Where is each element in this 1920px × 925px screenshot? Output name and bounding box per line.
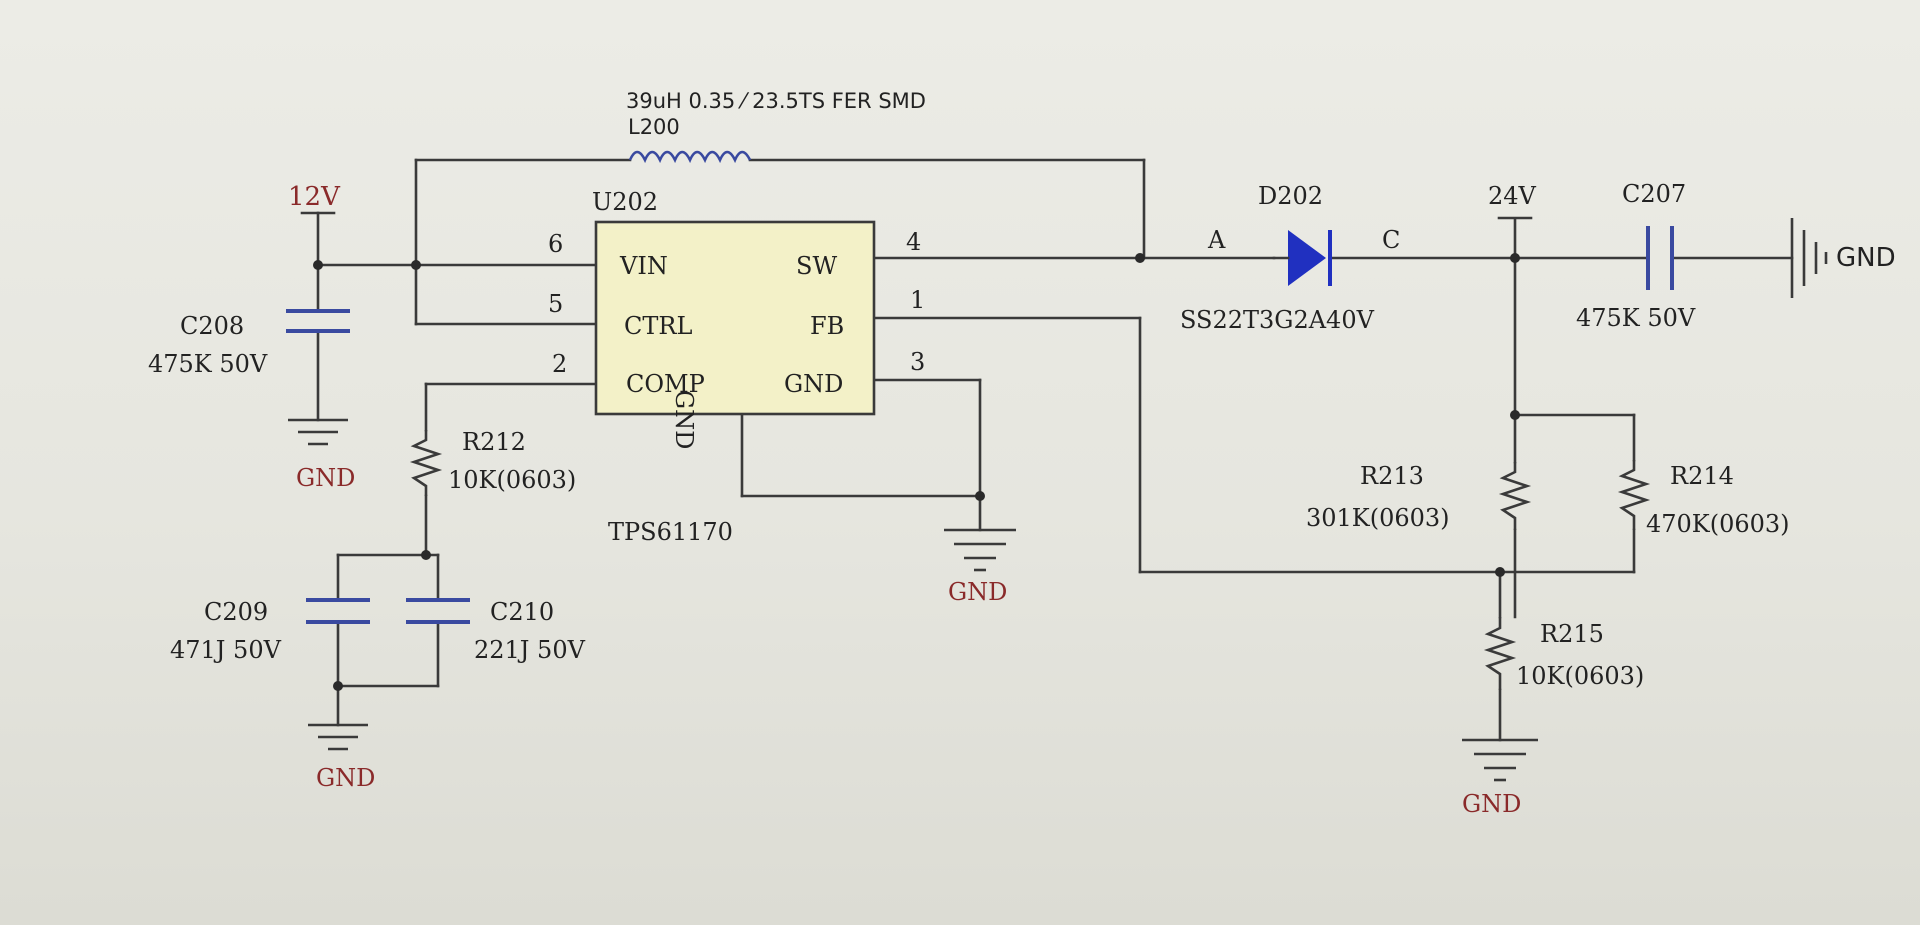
junction-dot	[411, 260, 421, 270]
vin-net: 12V	[288, 182, 341, 215]
r214-zigzag	[1617, 460, 1651, 530]
ground-label-c208: GND	[296, 464, 355, 492]
inductor-coil	[628, 150, 752, 164]
diode-cathode-label: C	[1382, 226, 1400, 254]
junction-dots	[313, 253, 1520, 691]
ground-c207: GND	[1790, 218, 1896, 298]
ground-label-r215: GND	[1462, 790, 1521, 818]
r215-ref: R215	[1540, 620, 1604, 648]
r215-zigzag	[1483, 617, 1517, 690]
inductor-l200: 39uH 0.35 ⁄ 23.5TS FER SMD L200	[626, 89, 926, 164]
ic-part: TPS61170	[608, 518, 733, 546]
diode-d202: D202 A C SS22T3G2A40V	[1180, 182, 1400, 334]
junction-dot	[1510, 410, 1520, 420]
c208-ref: C208	[180, 312, 244, 340]
resistor-r215: R215 10K(0603)	[1483, 617, 1644, 690]
ic-rotated-gnd-label: GND	[670, 390, 698, 449]
junction-dot	[1495, 567, 1505, 577]
pin-name-fb: FB	[810, 312, 844, 340]
r214-value: 470K(0603)	[1646, 510, 1790, 538]
r212-value: 10K(0603)	[448, 466, 576, 494]
capacitor-c209: C209 471J 50V	[170, 598, 370, 664]
ground-r215: GND	[1462, 738, 1538, 818]
r215-value: 10K(0603)	[1516, 662, 1644, 690]
ic-body	[594, 220, 876, 416]
pin-num-comp: 2	[552, 350, 567, 378]
r213-value: 301K(0603)	[1306, 504, 1450, 532]
c207-value: 475K 50V	[1576, 304, 1696, 332]
c207-ref: C207	[1622, 180, 1686, 208]
vout-net-label: 24V	[1488, 182, 1537, 210]
r212-ref: R212	[462, 428, 526, 456]
diode-ref: D202	[1258, 182, 1323, 210]
c208-value: 475K 50V	[148, 350, 268, 378]
ground-c208: GND	[288, 418, 355, 492]
c209-value: 471J 50V	[170, 636, 282, 664]
c209-ref: C209	[204, 598, 268, 626]
vout-net: 24V	[1488, 182, 1537, 220]
r213-ref: R213	[1360, 462, 1424, 490]
c210-value: 221J 50V	[474, 636, 586, 664]
junction-dot	[313, 260, 323, 270]
ic-u202: U202 TPS61170 VIN CTRL COMP SW FB GND 6 …	[548, 188, 925, 546]
pin-num-fb: 1	[910, 286, 925, 314]
pin-name-ctrl: CTRL	[624, 312, 692, 340]
junction-dot	[1510, 253, 1520, 263]
ground-ic: GND	[944, 528, 1016, 606]
ic-ref: U202	[592, 188, 658, 216]
pin-num-gnd: 3	[910, 348, 925, 376]
diode-part: SS22T3G2A40V	[1180, 306, 1375, 334]
resistor-r212: R212 10K(0603)	[409, 428, 576, 496]
pin-num-ctrl: 5	[548, 290, 563, 318]
pin-num-sw: 4	[906, 228, 921, 256]
pin-name-vin: VIN	[619, 252, 668, 280]
pin-num-vin: 6	[548, 230, 563, 258]
capacitor-c208: C208 475K 50V	[148, 309, 350, 378]
junction-dot	[421, 550, 431, 560]
resistor-r213: R213 301K(0603)	[1306, 462, 1532, 532]
resistor-r214: R214 470K(0603)	[1617, 460, 1790, 538]
ground-label-c207: GND	[1836, 243, 1896, 273]
capacitor-c210: C210 221J 50V	[406, 598, 586, 664]
capacitor-c207: C207 475K 50V	[1576, 180, 1696, 332]
junction-dot	[975, 491, 985, 501]
inductor-ref: L200	[628, 115, 680, 139]
r214-ref: R214	[1670, 462, 1734, 490]
pin-name-gnd: GND	[784, 370, 843, 398]
r213-zigzag	[1498, 462, 1532, 530]
ground-label-ic: GND	[948, 578, 1007, 606]
junction-dot	[1135, 253, 1145, 263]
ground-label-caps: GND	[316, 764, 375, 792]
c210-ref: C210	[490, 598, 554, 626]
inductor-spec: 39uH 0.35 ⁄ 23.5TS FER SMD	[626, 89, 926, 113]
r212-zigzag	[409, 430, 443, 496]
pin-name-sw: SW	[796, 252, 837, 280]
diode-body	[1288, 230, 1326, 286]
diode-anode-label: A	[1207, 226, 1226, 254]
junction-dot	[333, 681, 343, 691]
pin-name-comp: COMP	[626, 370, 705, 398]
ground-caps: GND	[308, 723, 375, 792]
vin-net-label: 12V	[288, 182, 341, 212]
